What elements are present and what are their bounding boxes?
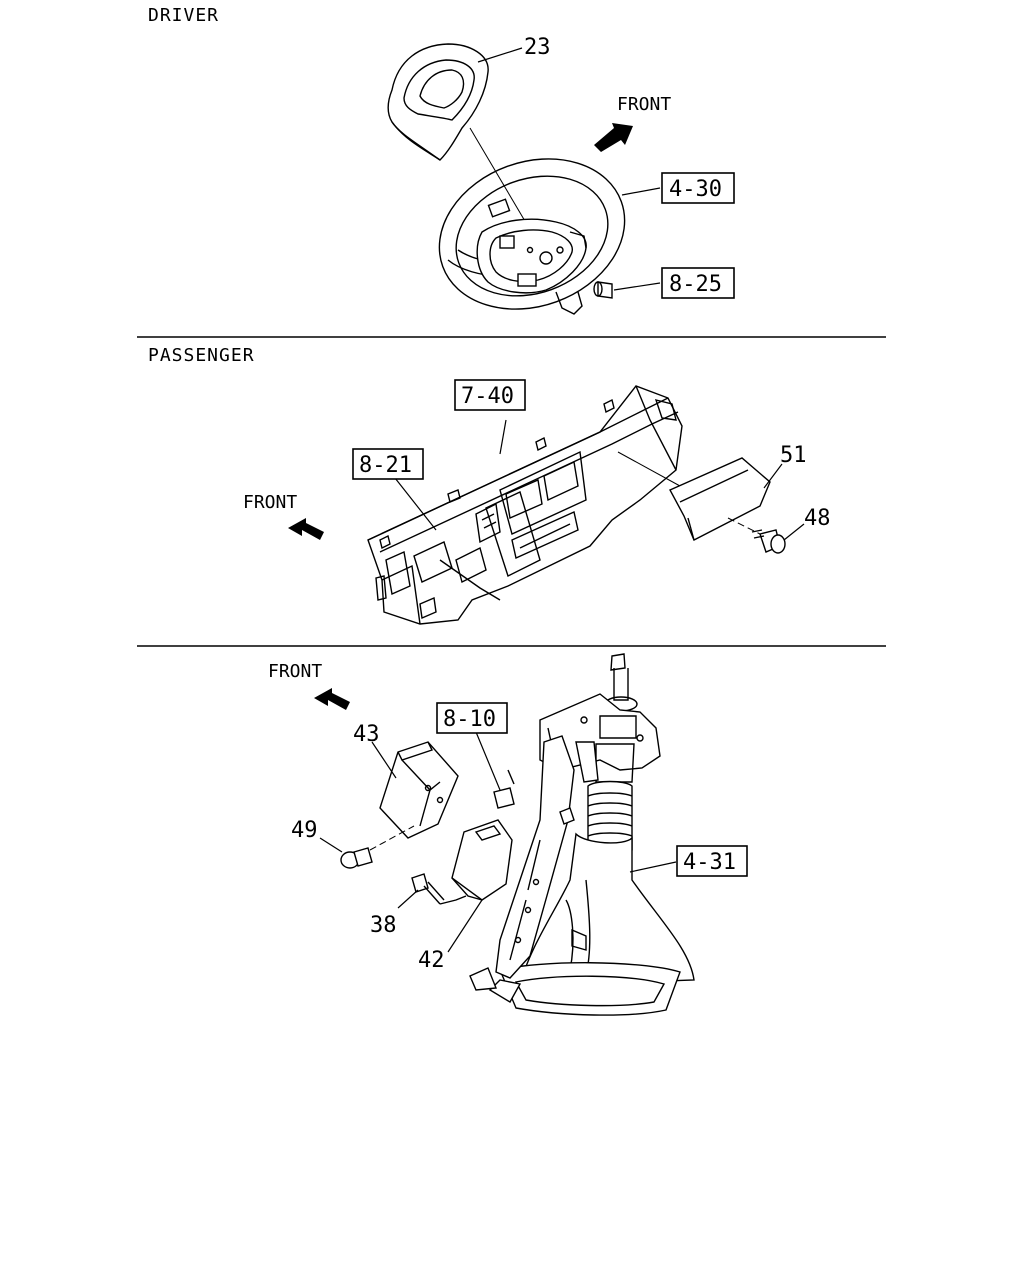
leader-8-21 [394, 477, 437, 531]
leader-8-10 [475, 731, 501, 791]
callout-8-10: 8-10 [443, 707, 496, 732]
bolt-48 [751, 529, 786, 554]
leader-43 [371, 741, 397, 779]
bolt-48-axis [727, 517, 773, 541]
section-label-passenger: PASSENGER [148, 345, 255, 366]
callout-box-8-25 [661, 267, 735, 299]
leader-48 [783, 523, 805, 541]
callout-4-31: 4-31 [683, 850, 736, 875]
front-label-driver: FRONT [617, 94, 671, 115]
bolt-49-axis [369, 825, 415, 851]
module-42 [451, 819, 513, 901]
leader-4-30 [621, 187, 661, 196]
front-arrow-driver: FRONT [594, 94, 671, 152]
leader-7-40 [499, 419, 507, 455]
section-label-driver: DRIVER [148, 5, 219, 26]
callout-8-21: 8-21 [359, 453, 412, 478]
callout-51: 51 [780, 443, 807, 468]
callout-43: 43 [353, 722, 380, 747]
passenger-airbag-lid [669, 457, 771, 541]
callout-box-4-31 [676, 845, 748, 877]
callout-49: 49 [291, 818, 318, 843]
callout-box-4-30 [661, 172, 735, 204]
leader-23 [477, 47, 523, 63]
leader-51 [763, 463, 783, 489]
callout-23: 23 [524, 35, 551, 60]
bracket-43 [379, 741, 459, 839]
glovebox-leader-line [617, 451, 681, 487]
steering-column [469, 653, 695, 1016]
driver-airbag-pad [387, 43, 489, 161]
callout-4-30: 4-30 [669, 177, 722, 202]
bolt-49 [340, 847, 373, 869]
leader-49 [319, 837, 343, 853]
callout-48: 48 [804, 506, 831, 531]
callout-box-8-21 [352, 448, 424, 480]
leader-8-25 [613, 282, 661, 291]
leader-42 [447, 899, 483, 953]
connector-8-10 [493, 769, 515, 809]
callout-box-7-40 [454, 379, 526, 411]
steering-wheel [438, 158, 626, 315]
front-label-column: FRONT [268, 661, 322, 682]
front-label-passenger: FRONT [243, 492, 297, 513]
callout-box-8-10 [436, 702, 508, 734]
leader-38 [397, 889, 419, 909]
front-arrow-column: FRONT [268, 661, 350, 710]
callout-38: 38 [370, 913, 397, 938]
callout-7-40: 7-40 [461, 384, 514, 409]
callout-42: 42 [418, 948, 445, 973]
callout-8-25: 8-25 [669, 272, 722, 297]
front-arrow-passenger: FRONT [243, 492, 324, 540]
leader-4-31 [629, 861, 677, 873]
bolt-38 [411, 873, 467, 905]
instrument-panel [367, 385, 683, 625]
